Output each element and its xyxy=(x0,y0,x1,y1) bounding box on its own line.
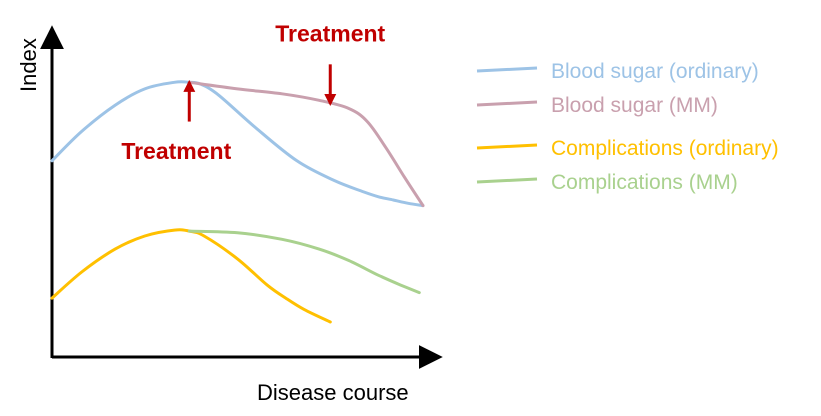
legend-swatch-4 xyxy=(476,177,538,184)
series-line-2 xyxy=(187,80,425,208)
series-layer xyxy=(50,80,425,324)
legend-label-3: Complications (ordinary) xyxy=(551,137,779,160)
legend: Blood sugar (ordinary) Blood sugar (MM) Co… xyxy=(476,60,779,194)
legend-swatch-1 xyxy=(476,66,538,73)
treatment-label-2: Treatment xyxy=(121,138,231,164)
y-axis-label: Index xyxy=(16,38,41,92)
legend-label-4: Complications (MM) xyxy=(551,171,738,194)
legend-swatch-2 xyxy=(476,100,538,107)
legend-label-1: Blood sugar (ordinary) xyxy=(551,60,759,83)
x-axis-label: Disease course xyxy=(257,380,409,405)
series-line-3 xyxy=(50,228,332,324)
legend-swatch-3 xyxy=(476,143,538,150)
legend-label-2: Blood sugar (MM) xyxy=(551,94,718,117)
treatment-label-1: Treatment xyxy=(275,20,385,46)
series-line-1 xyxy=(50,80,425,208)
series-line-4 xyxy=(187,229,421,295)
